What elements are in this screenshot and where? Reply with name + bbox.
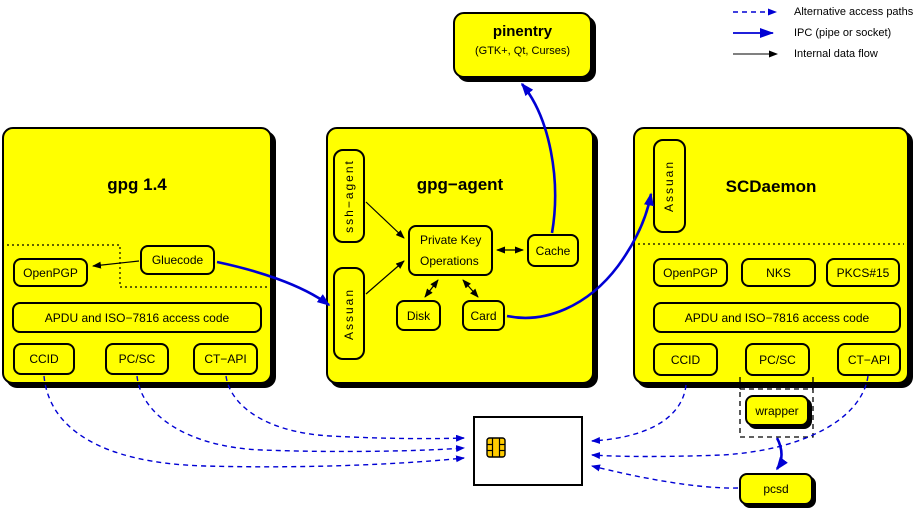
internal-flow-arrow-icon: [733, 50, 778, 57]
smartcard: [473, 416, 583, 486]
legend-row-ipc: IPC (pipe or socket): [731, 22, 913, 43]
ipc-wrapper-to-pcsd: [775, 437, 788, 471]
gpg14-apdu-box: APDU and ISO−7816 access code: [12, 302, 262, 333]
gpg-agent-assuan-box: Assuan: [333, 267, 365, 360]
smartcard-chip-icon: [486, 437, 506, 458]
gpg14-gluecode-box: Gluecode: [140, 245, 215, 275]
alt-gpg14-ccid-to-card: [43, 375, 465, 468]
scdaemon-pcsc-box: PC/SC: [745, 343, 810, 376]
gpg-agent-title: gpg−agent: [416, 175, 504, 194]
alt-gpg14-ctapi-to-card: [225, 375, 465, 442]
legend-row-internal: Internal data flow: [731, 43, 913, 64]
gpg14-pcsc-box: PC/SC: [105, 343, 169, 375]
alt-scdaemon-ccid-to-card: [591, 384, 687, 444]
card-box: Card: [462, 300, 505, 331]
scdaemon-openpgp-box: OpenPGP: [653, 258, 728, 287]
legend-row-alternative: Alternative access paths: [731, 1, 913, 22]
gpg14-openpgp-box: OpenPGP: [13, 258, 88, 287]
wrapper-box: wrapper: [745, 395, 809, 426]
scdaemon-nks-box: NKS: [741, 258, 816, 287]
scdaemon-assuan-label: Assuan: [662, 159, 677, 213]
gpg14-title: gpg 1.4: [107, 175, 167, 194]
gpg-agent-ssh-agent-box: ssh−agent: [333, 149, 365, 243]
pko-line1: Private Key: [420, 232, 482, 247]
gpg14-ccid-box: CCID: [13, 343, 75, 375]
scdaemon-title: SCDaemon: [725, 177, 817, 196]
gpg-agent-assuan-label: Assuan: [342, 287, 356, 340]
pinentry-subtitle: (GTK+, Qt, Curses): [474, 45, 571, 57]
private-key-operations-box: Private Key Operations: [408, 225, 493, 276]
scdaemon-ctapi-box: CT−API: [837, 343, 901, 376]
scdaemon-ccid-box: CCID: [653, 343, 718, 376]
legend: Alternative access paths IPC (pipe or so…: [731, 1, 913, 64]
alt-gpg14-pcsc-to-card: [136, 375, 465, 453]
scdaemon-apdu-box: APDU and ISO−7816 access code: [653, 302, 901, 333]
legend-label-internal: Internal data flow: [794, 47, 878, 60]
gpg14-ctapi-box: CT−API: [193, 343, 258, 375]
pinentry-title: pinentry: [492, 23, 553, 40]
scdaemon-pkcs15-box: PKCS#15: [826, 258, 900, 287]
alt-scdaemon-ctapi-to-card: [591, 375, 869, 460]
ssh-agent-label: ssh−agent: [342, 159, 356, 233]
scdaemon-assuan-box: Assuan: [653, 139, 686, 233]
legend-label-ipc: IPC (pipe or socket): [794, 26, 892, 39]
pko-line2: Operations: [420, 253, 479, 268]
dashed-arrow-icon: [733, 8, 777, 15]
pinentry-box: pinentry (GTK+, Qt, Curses): [453, 12, 592, 78]
ipc-arrow-icon: [733, 27, 774, 38]
disk-box: Disk: [396, 300, 441, 331]
legend-label-alternative: Alternative access paths: [794, 5, 914, 18]
pcsd-box: pcsd: [739, 473, 813, 505]
alt-pcsd-to-card: [591, 464, 739, 489]
cache-box: Cache: [527, 234, 579, 267]
